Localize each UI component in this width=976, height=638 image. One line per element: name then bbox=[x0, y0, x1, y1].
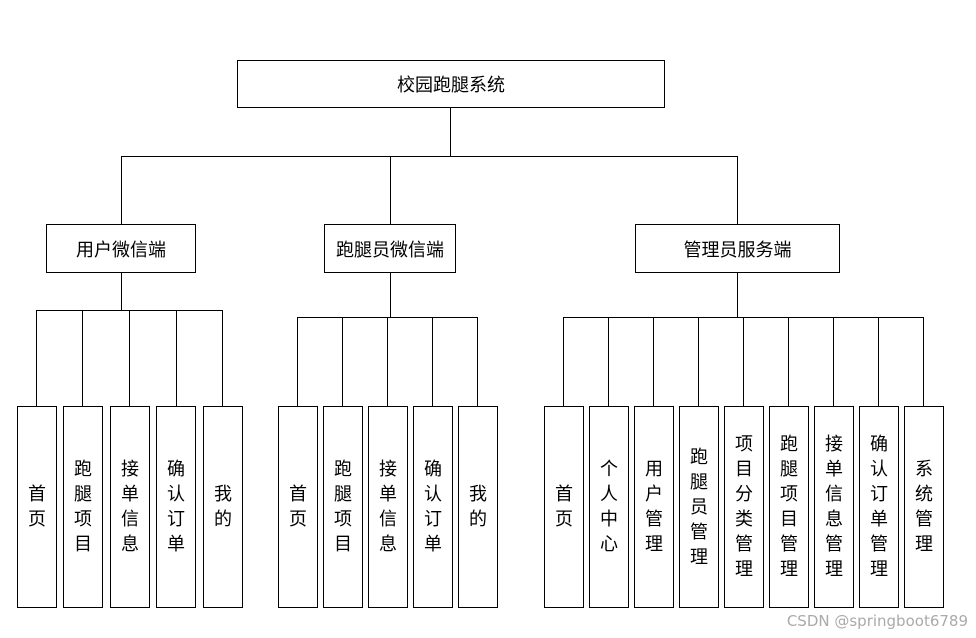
group-label: 管理员服务端 bbox=[683, 239, 792, 261]
leaf-node: 接单信息管理 bbox=[814, 406, 854, 608]
leaf-node: 系统管理 bbox=[904, 406, 944, 608]
leaf-node: 接单信息 bbox=[110, 406, 150, 608]
leaf-node: 跑腿员管理 bbox=[679, 406, 719, 608]
leaf-node: 我的 bbox=[458, 406, 498, 608]
leaf-node: 个人中心 bbox=[589, 406, 629, 608]
leaf-label: 我的 bbox=[214, 484, 232, 530]
leaf-label: 跑腿员管理 bbox=[690, 446, 708, 568]
leaf-label: 接单信息 bbox=[379, 459, 397, 555]
leaf-label: 系统管理 bbox=[915, 459, 933, 555]
leaf-label: 首页 bbox=[555, 484, 573, 530]
root-label: 校园跑腿系统 bbox=[397, 75, 505, 96]
leaf-label: 首页 bbox=[28, 484, 46, 530]
group-label: 用户微信端 bbox=[76, 239, 166, 261]
leaf-label: 跑腿项目管理 bbox=[780, 434, 798, 580]
leaf-node: 跑腿项目管理 bbox=[769, 406, 809, 608]
leaf-label: 确认订单管理 bbox=[870, 434, 888, 580]
leaf-node: 接单信息 bbox=[368, 406, 408, 608]
leaf-label: 个人中心 bbox=[600, 459, 618, 555]
leaf-node: 跑腿项目 bbox=[63, 406, 103, 608]
leaf-label: 项目分类管理 bbox=[735, 434, 753, 580]
leaf-label: 用户管理 bbox=[645, 459, 663, 555]
leaf-label: 确认订单 bbox=[167, 459, 185, 555]
leaf-node: 确认订单 bbox=[413, 406, 453, 608]
leaf-node: 跑腿项目 bbox=[323, 406, 363, 608]
leaf-node: 项目分类管理 bbox=[724, 406, 764, 608]
leaf-node: 确认订单 bbox=[156, 406, 196, 608]
leaf-label: 接单信息 bbox=[121, 459, 139, 555]
leaf-label: 接单信息管理 bbox=[825, 434, 843, 580]
leaf-label: 我的 bbox=[469, 484, 487, 530]
leaf-node: 用户管理 bbox=[634, 406, 674, 608]
group-node-user-wechat: 用户微信端 bbox=[46, 224, 196, 273]
leaf-node: 首页 bbox=[544, 406, 584, 608]
group-node-admin-server: 管理员服务端 bbox=[635, 224, 840, 273]
root-node: 校园跑腿系统 bbox=[237, 60, 665, 108]
watermark: CSDN @springboot6789 bbox=[786, 612, 968, 630]
leaf-label: 确认订单 bbox=[424, 459, 442, 555]
group-node-runner-wechat: 跑腿员微信端 bbox=[324, 224, 456, 273]
leaf-node: 确认订单管理 bbox=[859, 406, 899, 608]
leaf-node: 首页 bbox=[17, 406, 57, 608]
leaf-node: 我的 bbox=[203, 406, 243, 608]
leaf-label: 首页 bbox=[289, 484, 307, 530]
leaf-label: 跑腿项目 bbox=[74, 459, 92, 555]
leaf-label: 跑腿项目 bbox=[334, 459, 352, 555]
group-label: 跑腿员微信端 bbox=[336, 239, 444, 261]
leaf-node: 首页 bbox=[278, 406, 318, 608]
